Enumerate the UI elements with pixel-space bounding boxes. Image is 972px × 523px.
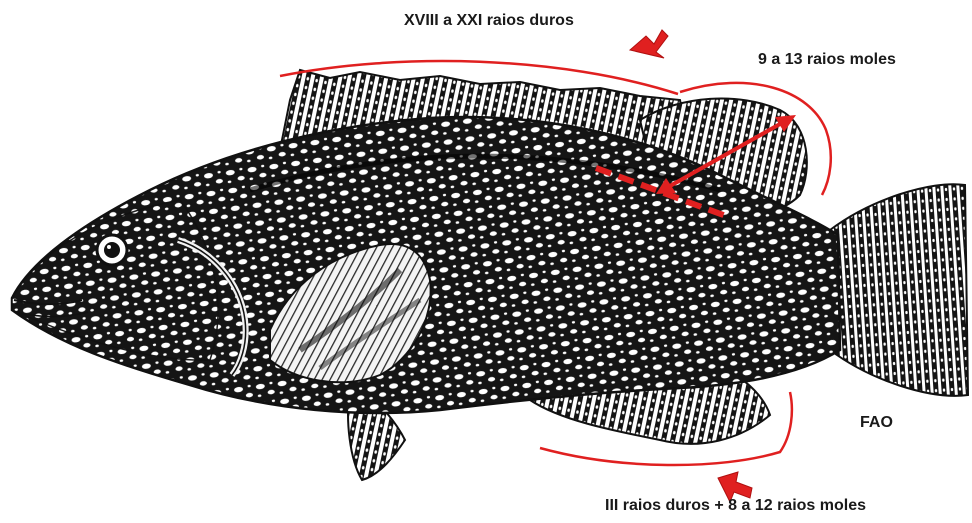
dorsal-pointer-arrow (630, 30, 668, 58)
anal-fin-rays-label: III raios duros + 8 a 12 raios moles (605, 498, 866, 514)
head-region (12, 200, 218, 360)
dorsal-spines-label: XVIII a XXI raios duros (404, 13, 574, 29)
caudal-fin (830, 184, 968, 396)
source-credit-label: FAO (860, 415, 893, 431)
dorsal-soft-rays-label: 9 a 13 raios moles (758, 52, 896, 68)
